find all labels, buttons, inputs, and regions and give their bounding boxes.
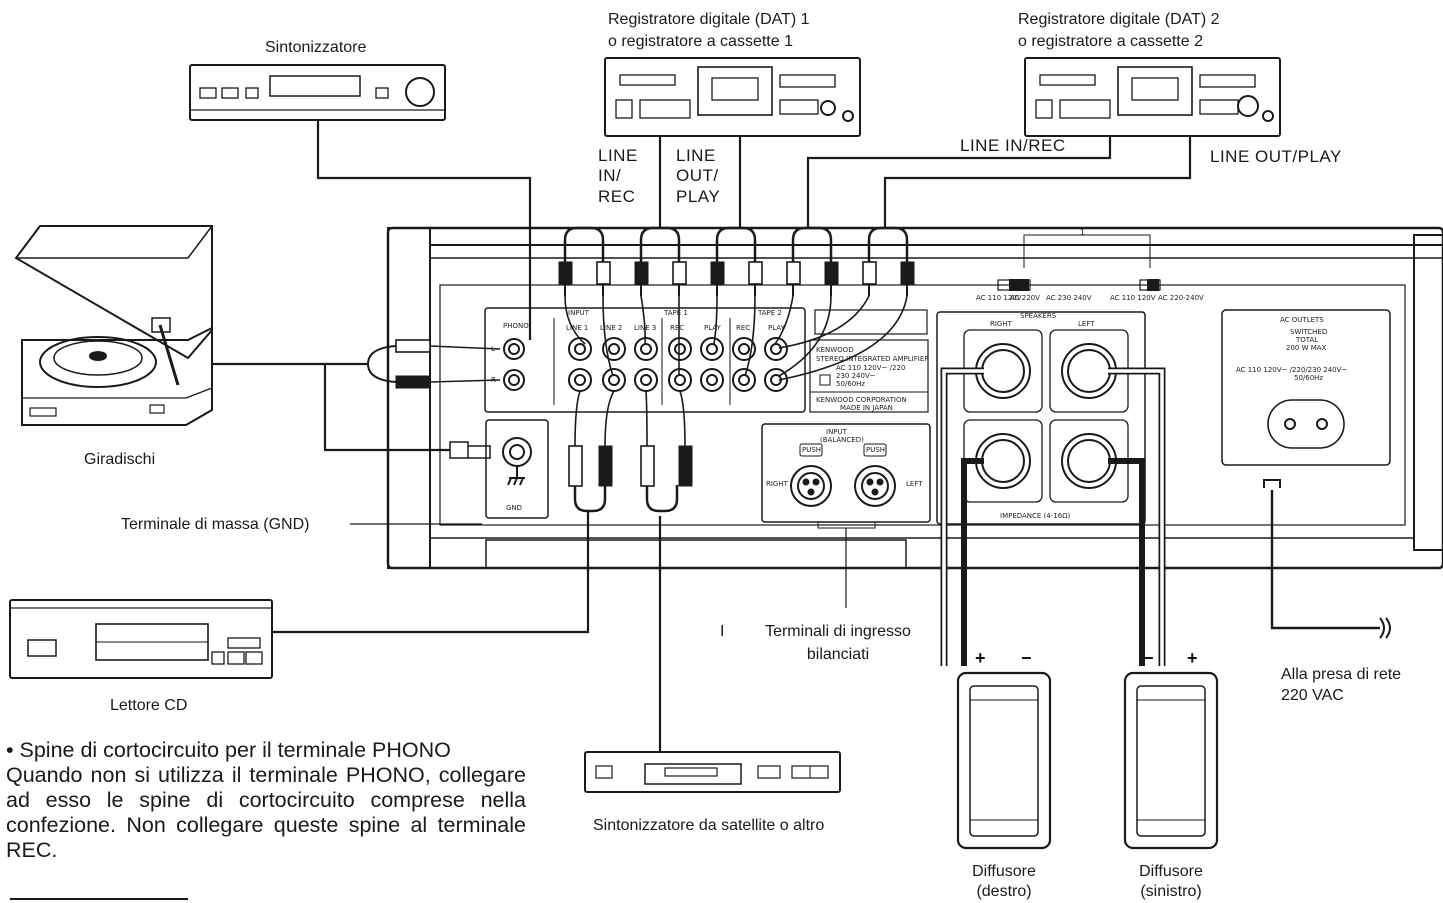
panel-play-2: PLAY (768, 324, 785, 332)
speaker-right-label-1: Diffusore (952, 862, 1056, 882)
dat2-label-line1: Registratore digitale (DAT) 2 (1018, 10, 1220, 30)
speaker-left-label-2: (sinistro) (1119, 882, 1223, 902)
panel-play-1: PLAY (704, 324, 721, 332)
panel-made: MADE IN JAPAN (840, 404, 893, 412)
balanced-label-1: Terminali di ingresso (748, 622, 928, 642)
dat-recorder-2 (1025, 58, 1280, 136)
panel-rating2: 230 240V~ (836, 372, 876, 380)
panel-left: LEFT (1078, 320, 1095, 328)
panel-switched: SWITCHED (1290, 328, 1327, 336)
balanced-input-panel (762, 424, 930, 608)
satellite-label: Sintonizzatore da satellite o altro (593, 816, 824, 836)
note-title: • Spine di cortocircuito per il terminal… (6, 738, 526, 763)
panel-push-2: PUSH (866, 446, 885, 454)
speaker-right-minus: − (1021, 648, 1032, 669)
rca-plugs-top (559, 262, 914, 296)
line-in-rec-2-label: LINE IN/REC (960, 135, 1066, 157)
panel-gnd: GND (506, 504, 522, 512)
speaker-left-plus: + (1187, 648, 1198, 669)
phono-shorting-plug-note: • Spine di cortocircuito per il terminal… (6, 738, 526, 863)
panel-outlet-rating: AC 110 120V~ /220/230 240V~ (1236, 366, 1347, 374)
panel-impedance: IMPEDANCE (4-16Ω) (1000, 512, 1070, 520)
panel-watts: 200 W MAX (1286, 344, 1326, 352)
panel-input-balanced-2: (BALANCED) (820, 436, 864, 444)
gnd-spade (450, 442, 490, 458)
satellite-tuner-device (585, 752, 840, 792)
balanced-label-2: bilanciati (748, 645, 928, 665)
line-out-play-2-label: LINE OUT/PLAY (1210, 146, 1342, 168)
dat-recorder-1 (605, 58, 860, 136)
panel-sel5: AC 220-240V (1158, 294, 1204, 302)
line-in-rec-label-a: LINE (598, 145, 638, 167)
panel-line3: LINE 3 (634, 324, 656, 332)
panel-corp: KENWOOD CORPORATION (816, 396, 907, 404)
panel-input: INPUT (568, 309, 589, 317)
speaker-right-plus: + (975, 648, 986, 669)
footer-rule (10, 898, 188, 900)
turntable-device (16, 226, 212, 425)
panel-ac-outlets: AC OUTLETS (1280, 316, 1324, 324)
panel-xlr-right: RIGHT (766, 480, 788, 488)
cd-player-device (10, 600, 272, 678)
speaker-right-device (958, 673, 1050, 848)
panel-speakers: SPEAKERS (1020, 312, 1056, 320)
line-out-play-label-b: OUT/ (676, 165, 719, 187)
line-in-rec-label-b: IN/ (598, 165, 621, 187)
speaker-terminal-panel (937, 312, 1145, 524)
line-out-play-label-a: LINE (676, 145, 716, 167)
panel-line1: LINE 1 (566, 324, 588, 332)
rca-plugs-bottom (569, 391, 692, 511)
mains-label-2: 220 VAC (1281, 686, 1344, 706)
panel-tape2: TAPE 2 (758, 309, 782, 317)
line-in-rec-label-c: REC (598, 186, 635, 208)
panel-phono: PHONO (503, 322, 529, 330)
panel-outlet-hz: 50/60Hz (1294, 374, 1323, 382)
speaker-left-label-1: Diffusore (1119, 862, 1223, 882)
cd-label: Lettore CD (110, 696, 187, 716)
dat1-label-line1: Registratore digitale (DAT) 1 (608, 10, 810, 30)
panel-line2: LINE 2 (600, 324, 622, 332)
tuner-label: Sintonizzatore (265, 38, 366, 58)
panel-sel2: AC 220V (1010, 294, 1040, 302)
speaker-right-label-2: (destro) (952, 882, 1056, 902)
note-body: Quando non si utilizza il terminale PHON… (6, 763, 526, 863)
panel-rec-1: REC (670, 324, 684, 332)
tuner-device (190, 65, 445, 120)
panel-tape1: TAPE 1 (664, 309, 688, 317)
mains-label-1: Alla presa di rete (1281, 665, 1401, 685)
line-out-play-label-c: PLAY (676, 186, 720, 208)
panel-sel4: AC 110 120V (1110, 294, 1156, 302)
panel-brand: KENWOOD (816, 346, 854, 354)
panel-right: RIGHT (990, 320, 1012, 328)
dat1-label-line2: o registratore a cassette 1 (608, 32, 793, 52)
rca-jacks (504, 338, 787, 391)
panel-r: R (491, 376, 496, 384)
speaker-left-minus: − (1143, 648, 1154, 669)
turntable-label: Giradischi (84, 450, 155, 470)
panel-input-balanced-1: INPUT (826, 428, 847, 436)
panel-total: TOTAL (1296, 336, 1318, 344)
panel-sel3: AC 230 240V (1046, 294, 1092, 302)
speaker-left-device (1125, 673, 1217, 848)
panel-l: L (491, 345, 495, 353)
gnd-terminal-label: Terminale di massa (GND) (121, 515, 309, 535)
dat2-label-line2: o registratore a cassette 2 (1018, 32, 1203, 52)
panel-rating3: 50/60Hz (836, 380, 865, 388)
panel-model: STEREO INTEGRATED AMPLIFIER (816, 355, 929, 363)
panel-push-1: PUSH (802, 446, 821, 454)
voltage-selector (998, 235, 1160, 290)
panel-rec-2: REC (736, 324, 750, 332)
panel-rating1: AC 110 120V~ /220 (836, 364, 905, 372)
stray-mark: I (720, 622, 724, 642)
panel-xlr-left: LEFT (906, 480, 923, 488)
callout-number: 1 (1080, 222, 1085, 242)
